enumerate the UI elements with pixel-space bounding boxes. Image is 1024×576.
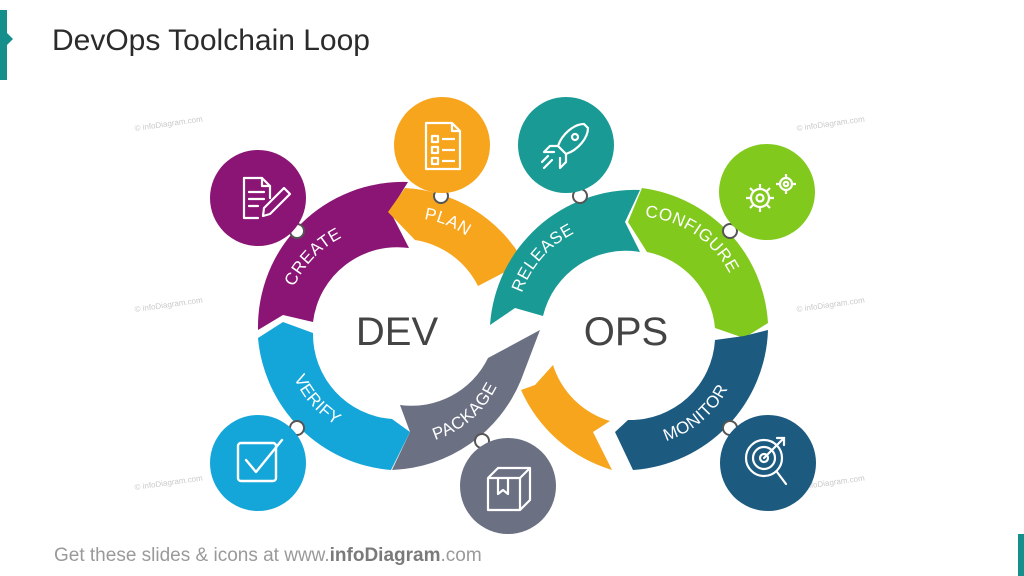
title-accent-bar	[0, 10, 7, 80]
segment-configure	[628, 188, 768, 338]
footer-credit: Get these slides & icons at www.infoDiag…	[54, 545, 482, 567]
watermark-text: © infoDiagram.com	[796, 114, 865, 133]
stage-verify-icon-circle	[210, 415, 306, 511]
footer-suffix: .com	[440, 545, 482, 566]
ring-segments	[257, 181, 768, 470]
segment-release	[490, 189, 640, 325]
segment-plan	[388, 188, 524, 286]
gears-icon	[746, 174, 796, 212]
watermark-text: © infoDiagram.com	[134, 295, 203, 314]
target-search-icon	[744, 436, 788, 486]
watermark-text: © infoDiagram.com	[796, 295, 865, 314]
stage-configure-icon-circle	[719, 144, 815, 240]
checklist-icon	[424, 121, 462, 171]
connector-dots	[289, 188, 738, 449]
footer-brand: infoDiagram	[329, 545, 441, 566]
rocket-icon	[540, 122, 590, 170]
title-accent-notch	[6, 32, 13, 46]
stage-monitor-icon-circle	[720, 415, 816, 511]
document-edit-icon	[242, 176, 292, 220]
watermark-text: © infoDiagram.com	[134, 473, 203, 492]
box-icon	[486, 466, 532, 512]
center-label-ops: OPS	[584, 310, 668, 354]
segment-ops-bottom-left	[521, 365, 612, 470]
segment-monitor	[615, 330, 768, 470]
stage-package-icon-circle	[460, 438, 556, 534]
stage-plan-icon-circle	[394, 97, 490, 193]
watermark-text: © infoDiagram.com	[134, 114, 203, 133]
footer-prefix: Get these slides & icons at www.	[54, 545, 330, 566]
segment-verify	[258, 322, 410, 470]
center-label-dev: DEV	[356, 310, 439, 354]
segment-create	[257, 181, 409, 330]
slide-title: DevOps Toolchain Loop	[52, 24, 370, 57]
stage-release-icon-circle	[518, 97, 614, 193]
corner-accent-tab	[1018, 534, 1024, 576]
stage-create-icon-circle	[210, 150, 306, 246]
segment-package	[392, 330, 540, 470]
checkbox-icon	[236, 438, 284, 483]
connector-dot-configure	[722, 223, 738, 239]
